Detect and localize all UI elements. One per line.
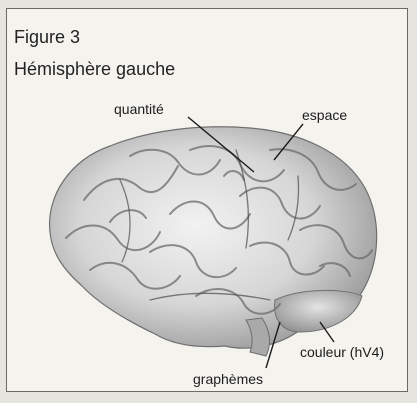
label-quantite: quantité xyxy=(114,102,164,116)
label-couleur: couleur (hV4) xyxy=(300,345,384,359)
label-espace: espace xyxy=(302,108,347,122)
cerebellum xyxy=(275,290,362,332)
label-graphemes: graphèmes xyxy=(193,372,263,386)
